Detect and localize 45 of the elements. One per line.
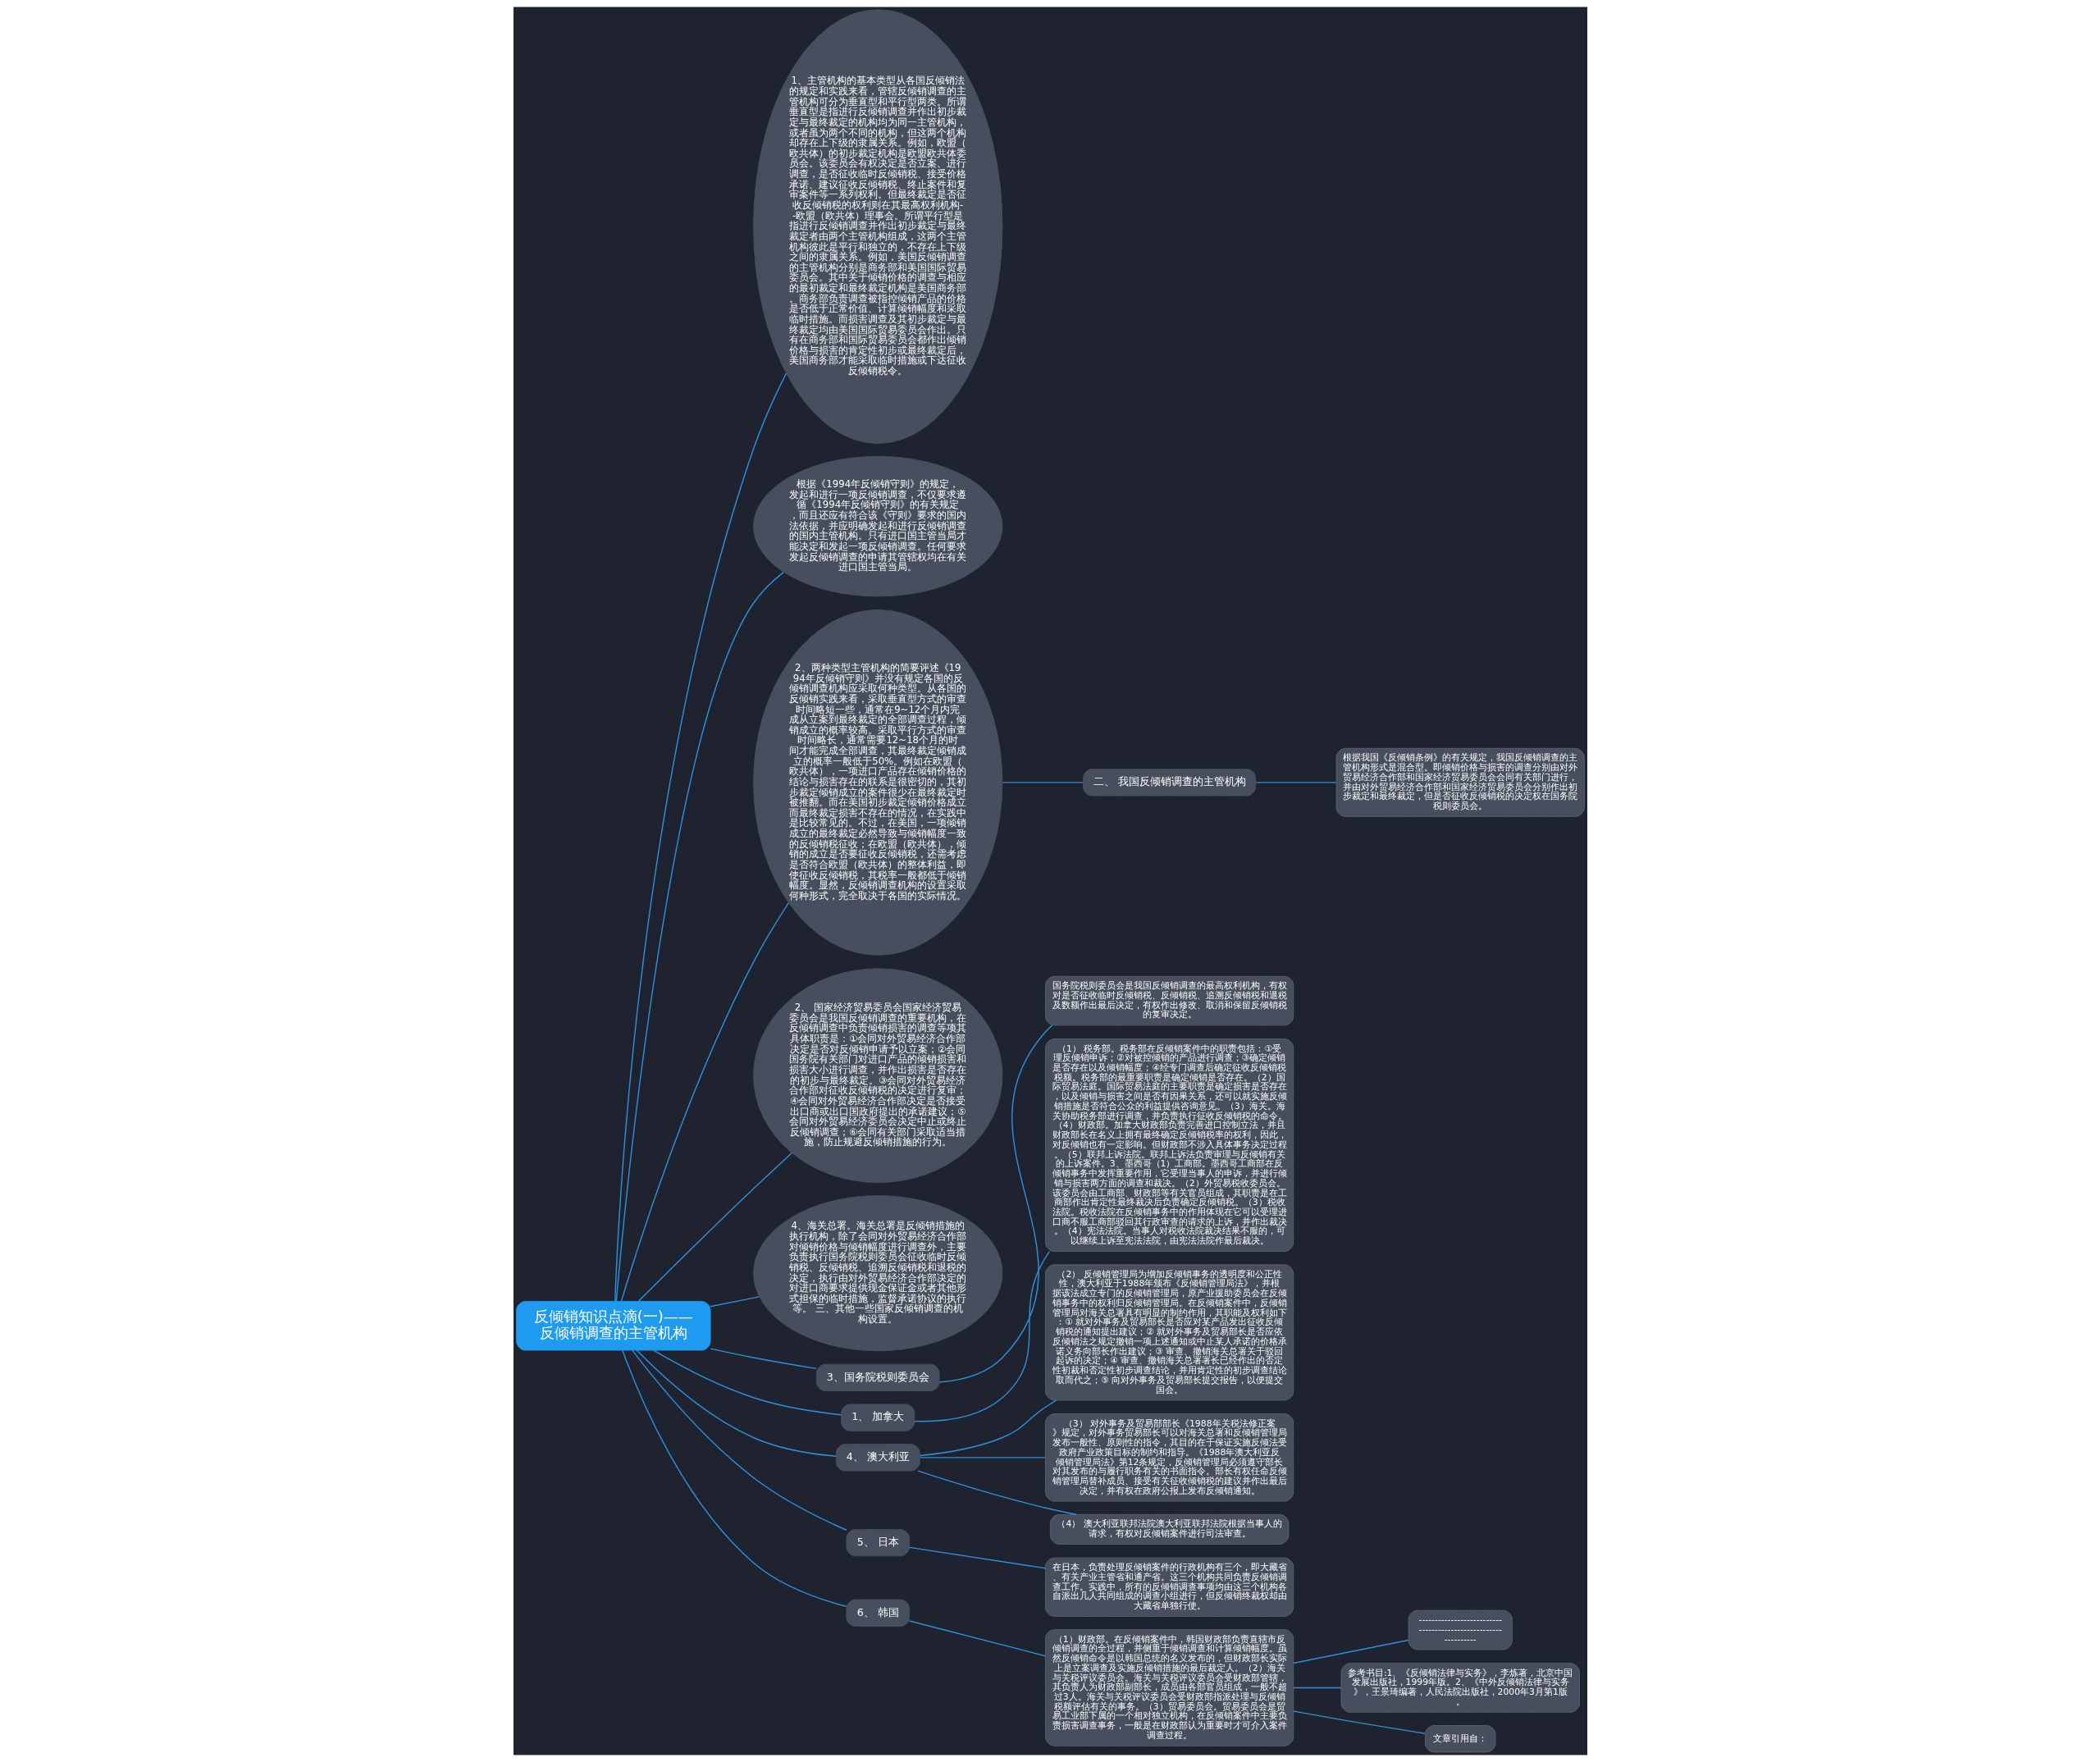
node-box: 参考书目:1、《反倾销法律与实务》，李炼著，北京中国发展出版社，1999年版。2、《中外反倾销法律与实务》，王景琦编著，人民法院出版社，2000年3月第1版。 xyxy=(1340,1663,1580,1713)
node-box: 5、 日本 xyxy=(845,1528,910,1557)
connector xyxy=(913,1250,1050,1422)
node-box: 反倾销知识点滴(一)——反倾销调查的主管机构 xyxy=(515,1301,710,1351)
connector xyxy=(938,1025,1052,1383)
node-box: 6、 韩国 xyxy=(845,1599,910,1627)
node-box: 国务院税则委员会是我国反倾销调查的最高权利机构，有权对是否征收临时反倾销税、反倾销税、追溯反倾销税和退税及数额作出最后决定，有权作出修改、取消和保留反倾销税的复审决定。 xyxy=(1044,975,1294,1026)
node-box: 在日本，负责处理反倾销案件的行政机构有三个，即大藏省、有关产业主管省和通产省。这三个机构共同负责反倾销调查工作。实践中，所有的反倾销调查事项均由这三个机构各自派出几人共同组成的调查小组进行，但反倾销终裁权却由大藏省单独行使。 xyxy=(1044,1557,1294,1617)
connector xyxy=(637,1152,792,1303)
connector xyxy=(652,1349,842,1416)
connector xyxy=(709,1296,760,1308)
node-ellipse: 2、两种类型主管机构的简要评述《1994年反倾销守则》并没有规定各国的反倾销调查机构应采取何种类型。从各国的反倾销实践来看，采取垂直型方式的审查时间略短一些，通常在9~12个月内完成从立案到最终裁定的全部调查过程，倾销成立的概率较高。采取平行方式的审查时间略长，通常需要12~18个月的时间才能完成全部调查，其最终裁定倾销成立的概率一般低于50%。例如在欧盟（欧共体），一项进口产品存在倾销价格的结论与损害存在的联系是很密切的，其初步裁定倾销成立的案件很少在最终裁定时被推翻。而在美国初步裁定倾销价格成立而最终裁定损害不存在的情况，在实践中是比较常见的。不过，在美国，一项倾销成立的最终裁定必然导致与倾销幅度一致的反倾销税征收；在欧盟（欧共体），倾销的成立是否要征收反倾销税，还需考虑是否符合欧盟（欧共体）的整体利益，即使征收反倾销税，其税率一般都低于倾销幅度。显然，反倾销调查机构的设置采取何种形式，完全取决于各国的实际情况。 xyxy=(752,609,1002,956)
connector xyxy=(631,1349,847,1531)
node-box: 1、 加拿大 xyxy=(840,1404,915,1431)
node-box: 文章引用自： xyxy=(1424,1725,1496,1753)
connector xyxy=(636,1349,837,1457)
connector xyxy=(620,902,789,1303)
connector xyxy=(1292,1639,1408,1664)
node-ellipse: 1、主管机构的基本类型从各国反倾销法的规定和实践来看，管辖反倾销调查的主管机构可分为垂直型和平行型两类。所谓垂直型是指进行反倾销调查并作出初步裁定与最终裁定的机构均为同一主管机构，或者虽为两个不同的机构，但这两个机构却存在上下级的隶属关系。例如，欧盟（欧共体）的初步裁定机构是欧盟欧共体委员会。该委员会有权决定是否立案、进行调查，是否征收临时反倾销税、接受价格承诺、建议征收反倾销税、终止案件和复审案件等一系列权利。但最终裁定是否征收反倾销税的权利则在其最高权利机构--欧盟（欧共体）理事会。所谓平行型是指进行反倾销调查并作出初步裁定与最终裁定者由两个主管机构组成，这两个主管机构彼此是平行和独立的，不存在上下级之间的隶属关系。例如，美国反倾销调查的主管机构分别是商务部和美国国际贸易委员会。其中关于倾销价格的调查与相应的最初裁定和最终裁定机构是美国商务部。商务部负责调查被指控倾销产品的价格是否低于正常价值、计算倾销幅度和采取临时措施。而损害调查及其初步裁定与最终裁定均由美国国际贸易委员会作出。只有在商务部和国际贸易委员会都作出倾销价格与损害的肯定性初步或最终裁定后，美国商务部才能采取临时措施或下达征收反倾销税令。 xyxy=(752,9,1002,444)
connector xyxy=(919,1457,1046,1458)
node-box: 根据我国《反倾销条例》的有关规定，我国反倾销调查的主管机构形式是混合型。即倾销价格与损害的调查分别由对外贸易经济合作部和国家经济贸易委员会会同有关部门进行，并由对外贸易经济合作部和国家经济贸易委员会分别作出初步裁定和最终裁定，但是否征收反倾销税的决定权在国务院税则委员会。 xyxy=(1335,747,1585,817)
connector xyxy=(1292,1710,1426,1734)
node-box: （3） 对外事务及贸易部部长《1988年关税法修正案》规定，对外事务贸易部长可以对海关总署和反倾销管理局发布一般性、原则性的指令，其目的在于保证实施反倾法受政府产业政策目标的制约和指导。《1988年澳大利亚反倾销管理局法》第12条规定，反倾销管理局必须遵守部长对其发布的与履行职务有关的书面指令。部长有权任命反倾销管理局替补成员、接受有关征收倾销税的建议并作出最后决定，并有权在政府公报上发布反倾销通知。 xyxy=(1044,1413,1294,1502)
connector xyxy=(1002,782,1084,783)
connector xyxy=(919,1399,1057,1457)
connector xyxy=(615,571,784,1302)
node-box: -------------------------------------------------------------- xyxy=(1408,1609,1513,1650)
connector xyxy=(710,1348,817,1370)
node-box: （1）财政部。在反倾销案件中，韩国财政部负责直辖市反倾销调查的全过程，并侧重于倾销调查和计算倾销幅度。虽然反倾销命令是以韩国总统的名义发布的，但财政部长实际上是立案调查及实施反倾销措施的最后裁定人。（2）海关与关税评议委员会。海关与关税评议委员会受财政部管辖，其负责人为财政部副部长，成员由各部官员组成，一般不超过3人。海关与关税评议委员会受财政部指派处理与反倾销税额评估有关的事务。（3）贸易委员会。贸易委员会是贸易工业部下属的一个相对独立机构，在反倾销案件中主要负责损害调查事务，一般是在财政部认为重要时才可介入案件调查过程。 xyxy=(1044,1629,1294,1746)
connector xyxy=(614,372,787,1303)
connector xyxy=(908,1620,1046,1657)
node-ellipse: 2、 国家经济贸易委员会国家经济贸易委员会是我国反倾销调查的重要机构，在反倾销调查中负责倾销损害的调查等项其具体职责是：①会同对外贸易经济合作部决定是否对反倾销申请予以立案；②会同国务院有关部门对进口产品的倾销损害和损害大小进行调查，并作出损害是否存在的初步与最终裁定。③会同对外贸易经济合作部对征收反倾销税的决定进行复审；④会同对外贸易经济合作部决定是否接受出口商或出口国政府提出的承诺建议；⑤会同对外贸易经济委员会决定中止或终止反倾销调查；⑥会同有关部门采取适当措施，防止规避反倾销措施的行为。 xyxy=(752,968,1002,1184)
connector xyxy=(908,1546,1046,1569)
connector xyxy=(916,1470,1077,1515)
connector xyxy=(1292,1687,1342,1689)
node-ellipse: 4、海关总署。海关总署是反倾销措施的执行机构，除了会同对外贸易经济合作部对倾销价格与倾销幅度进行调查外，主要负责执行国务院税则委员会征收临时反倾销税、反倾销税、追溯反倾销税和退税的决定，执行由对外贸易经济合作部决定的对进口商要求提供现金保证金或者其他形式担保的临时措施，监督承诺协议的执行等。 三、其他一些国家反倾销调查的机构设置。 xyxy=(752,1195,1002,1352)
node-ellipse: 根据《1994年反倾销守则》的规定，发起和进行一项反倾销调查，不仅要求遵循《1994年反倾销守则》的有关规定，而且还应有符合该《守则》要求的国内法依据，并应明确发起和进行反倾销调查的国内主管机构。只有进口国主管当局才能决定和发起一项反倾销调查。任何要求发起反倾销调查的申请其管辖权均在有关进口国主管当局。 xyxy=(752,455,1002,597)
connector xyxy=(621,1349,847,1607)
node-box: 3、国务院税则委员会 xyxy=(815,1363,940,1392)
node-box: 二、 我国反倾销调查的主管机构 xyxy=(1082,769,1256,797)
node-box: （2） 反倾销管理局为增加反倾销事务的透明度和公正性性，澳大利亚于1988年颁布《反倾销管理局法》，并根据该法成立专门的反倾销管理局，原产业援助委员会在反倾销事务中的权利归反倾销管理局。在反倾销案件中，反倾销管理局对海关总署具有明显的制约作用，其职能及权利如下：① 就对外事务及贸易部长是否应对某产品发出征收反倾销税的通知提出建议；② 就对外事务及贸易部长是否应依反倾销法之规定撤销一项上述通知或中止某人承诺的价格承诺义务向部长作出建议；③ 审查、撤销海关总署关于驳回起诉的决定；④ 审查、撤销海关总署署长已经作出的否定性初裁和否定性初步调查结论，并用肯定性的初步调查结论取而代之；⑤ 向对外事务及贸易部长提交报告，以便提交国会。 xyxy=(1044,1264,1294,1401)
node-box: 4、 澳大利亚 xyxy=(835,1444,920,1472)
node-box: （1） 税务部。税务部在反倾销案件中的职责包括：①受理反倾销申诉；②对被控倾销的产品进行调查；③确定倾销是否存在以及倾销幅度；④经专门调查后确定征收反倾销税税额。税务部的最重要职责是确定倾销是否存在。（2）国际贸易法庭。国际贸易法庭的主要职责是确定损害是否存在，以及倾销与损害之间是否有因果关系，还可以就实施反倾销措施是否符合公众的利益提供咨询意见。（3）海关。海关协助税务部进行调查，并负责执行征收反倾销税的命令。（4）财政部。加拿大财政部负责完善进口控制立法，并且财政部长在名义上拥有最终确定反倾销税率的权利，因此，对反倾销也有一定影响。但财政部不涉入具体事务决定过程。（5）联邦上诉法院。联邦上诉法负责审理与反倾销有关的上诉案件。3、墨西哥（1）工商部。墨西哥工商部在反倾销事务中发挥重要作用，它受理当事人的申诉，并进行倾销与损害两方面的调查和裁决。（2）外贸易税收委员会。该委员会由工商部、财政部等有关官员组成，其职责是在工商部作出肯定性最终裁决后负责确定反倾销税。（3）税收法院。税收法院在反倾销事务中的作用体现在它可以受理进口商不服工商部驳回其行政审查的请求的上诉，并作出裁决。（4）宪法法院。当事人对税收法院裁决结果不服的，可以继续上诉至宪法法院，由宪法法院作最后裁决。 xyxy=(1044,1038,1294,1252)
connector xyxy=(1254,782,1336,783)
node-box: （4） 澳大利亚联邦法院澳大利亚联邦法院根据当事人的请求，有权对反倾销案件进行司法审查。 xyxy=(1049,1513,1289,1545)
